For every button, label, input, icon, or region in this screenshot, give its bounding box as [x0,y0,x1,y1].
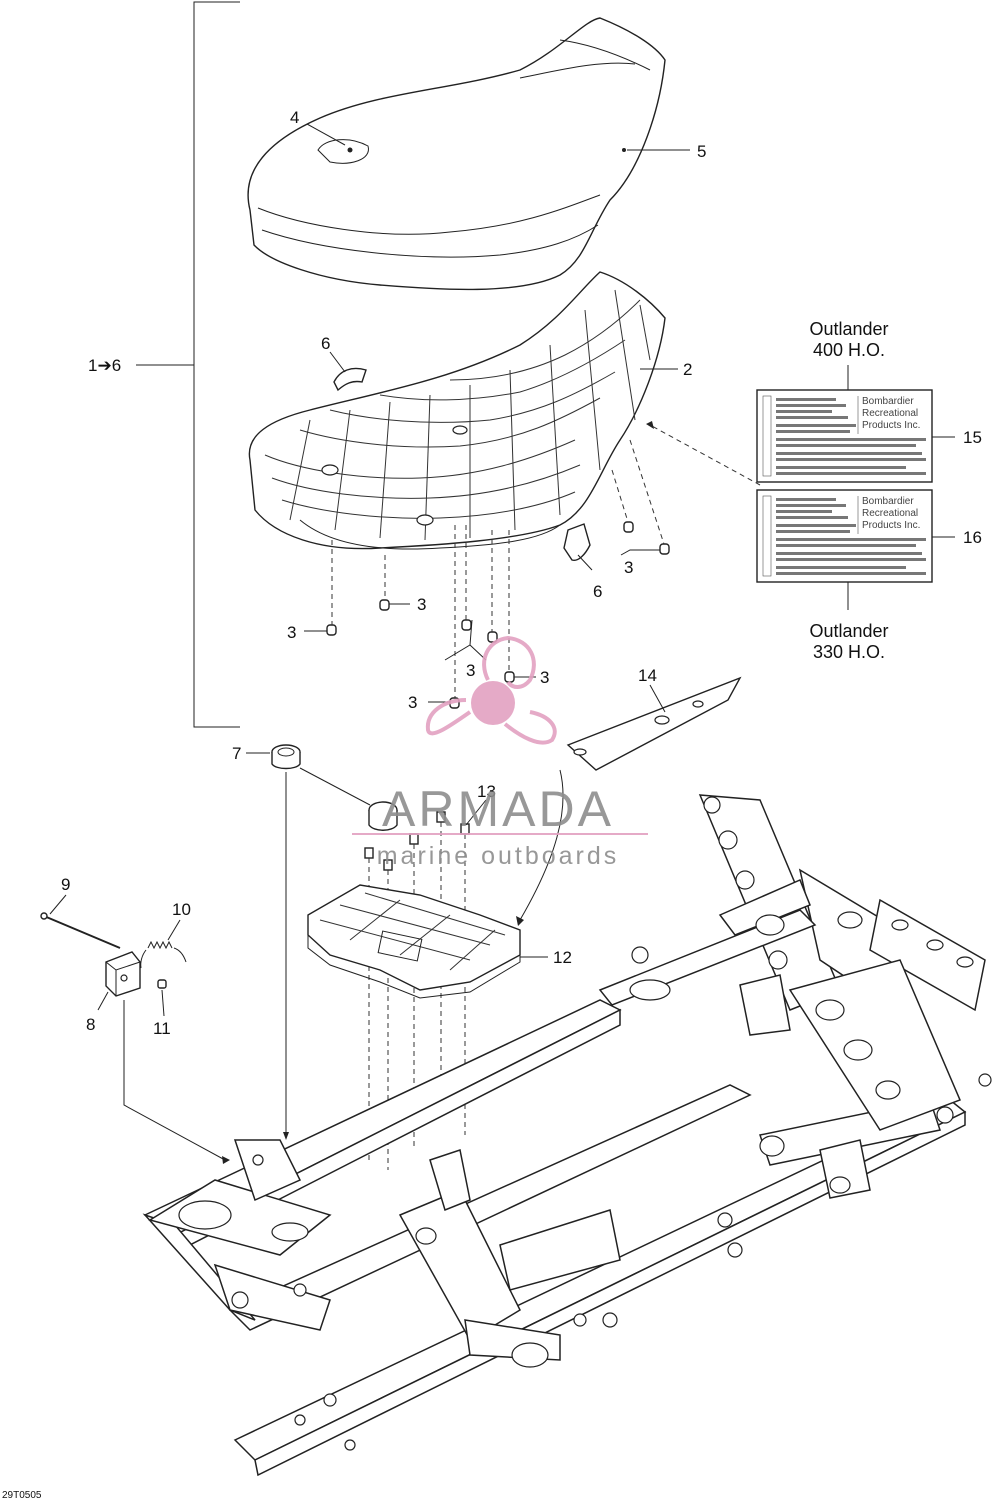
callout-2: 2 [683,360,692,379]
decal-lower[interactable]: Bombardier Recreational Products Inc. [756,489,933,583]
callout-9: 9 [61,875,70,894]
watermark: ARMADA marine outboards [352,635,648,870]
lower-model-variant: 330 H.O. [813,642,885,662]
chassis-frame[interactable] [142,794,992,1477]
rivet-fastener[interactable] [504,671,515,683]
rivet-fastener[interactable] [659,543,670,555]
callout-14: 14 [638,666,657,685]
callout-6: 6 [593,582,602,601]
callout-11: 11 [153,1019,171,1038]
seat-latch[interactable] [105,951,141,997]
callout-8: 8 [86,1015,95,1034]
upper-model-name: Outlander [809,319,888,339]
watermark-tagline: marine outboards [377,842,620,870]
latch-spring[interactable] [140,940,187,969]
decal-brand-line2: Recreational [862,508,918,519]
storage-tray[interactable] [307,884,521,999]
latch-screw[interactable] [157,979,167,989]
callout-16: 16 [963,528,982,547]
callout-3: 3 [540,668,549,687]
assembly-bracket [136,1,240,728]
seat-cover[interactable] [247,17,666,291]
latch-pin[interactable] [40,912,121,949]
callout-7: 7 [232,744,241,763]
callout-4: 4 [290,108,299,127]
rivet-fastener[interactable] [379,599,390,611]
callout-3: 3 [408,693,417,712]
screw[interactable] [364,847,374,1160]
rivet-fastener[interactable] [326,624,337,636]
callout-3: 3 [466,661,475,680]
seat-clip-upper[interactable] [333,367,367,392]
rubber-spacer[interactable] [299,767,398,831]
callout-3: 3 [287,623,296,642]
decal-brand-line2: Recreational [862,408,918,419]
seat-clip-lower[interactable] [563,523,591,562]
callout-13: 13 [477,782,496,801]
fasteners-group [326,439,670,709]
callout-3: 3 [417,595,426,614]
callout-labels: 1➔6 2 3 3 3 3 3 3 4 5 6 6 7 8 9 10 11 12… [61,108,982,1038]
callout-10: 10 [172,900,191,919]
deflector-panel[interactable] [566,676,742,771]
rivet-fastener[interactable] [623,521,634,533]
decal-upper[interactable]: Bombardier Recreational Products Inc. [756,389,933,483]
decal-brand-line3: Products Inc. [862,420,920,431]
propeller-logo [425,635,557,745]
callout-6: 6 [321,334,330,353]
callout-15: 15 [963,428,982,447]
watermark-brand: ARMADA [382,781,614,837]
decal-brand-line1: Bombardier [862,396,914,407]
callout-3: 3 [624,558,633,577]
drawing-reference-code: 29T0505 [2,1490,42,1501]
decal-brand-line3: Products Inc. [862,520,920,531]
callout-5: 5 [697,142,706,161]
rivet-fastener[interactable] [461,619,472,631]
decal-brand-line1: Bombardier [862,496,914,507]
seat-base[interactable] [248,271,666,550]
rubber-grommet[interactable] [271,744,301,1140]
callout-12: 12 [553,948,572,967]
upper-model-variant: 400 H.O. [813,340,885,360]
callout-leaders [49,123,690,1017]
callout-group: 1➔6 [88,356,121,375]
lower-model-name: Outlander [809,621,888,641]
assembly-arrows [516,421,761,926]
